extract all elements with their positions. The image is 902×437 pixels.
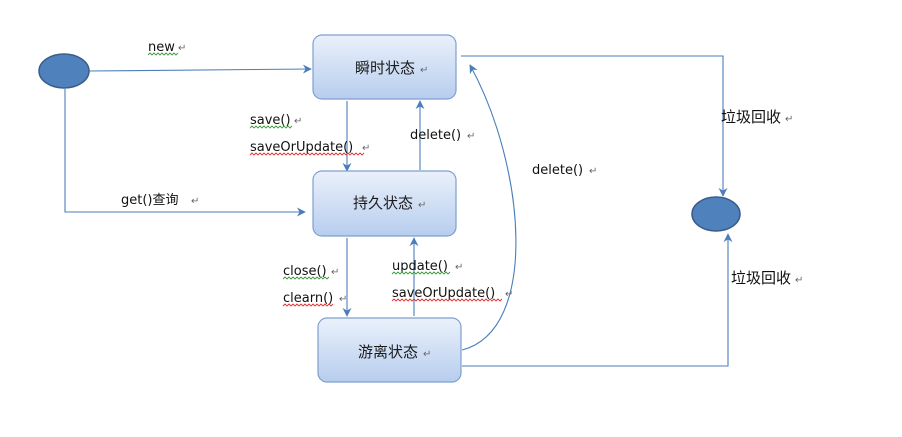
gc-end-node [691,196,741,232]
label-save-or-update-2-group: saveOrUpdate() ↵ [391,286,513,302]
state-persistent: 持久状态 ↵ [312,170,457,237]
label-gc-2-group: 垃圾回收 ↵ [731,269,803,287]
paragraph-mark: ↵ [505,289,513,300]
label-delete-2: delete() [532,163,583,178]
label-delete-2-group: delete() ↵ [532,163,597,178]
paragraph-mark: ↵ [455,262,463,273]
label-save-or-update-2: saveOrUpdate() [392,286,495,301]
label-get-query: get()查询 [121,193,179,208]
paragraph-mark: ↵ [795,275,803,286]
state-transient: 瞬时状态 ↵ [312,34,457,100]
paragraph-mark: ↵ [418,200,426,211]
edge-new [87,64,312,74]
label-gc-1: 垃圾回收 [721,108,781,126]
label-update-group: update() ↵ [391,259,463,275]
edge-gc-transient [461,55,728,197]
state-transient-label: 瞬时状态 [355,59,415,77]
label-save-group: save() ↵ [249,113,302,129]
edge-delete-detached [461,64,517,351]
label-get-query-group: get()查询 ↵ [121,193,199,208]
paragraph-mark: ↵ [191,196,199,207]
paragraph-mark: ↵ [589,166,597,177]
edge-get-query [64,89,306,217]
label-clear: clearn() [283,291,333,306]
paragraph-mark: ↵ [420,65,428,76]
label-gc-2: 垃圾回收 [731,269,791,287]
label-save: save() [250,113,291,128]
state-persistent-label: 持久状态 [353,194,413,212]
label-update: update() [392,259,448,274]
label-clear-group: clearn() ↵ [282,291,347,307]
label-delete-1: delete() [410,128,461,143]
label-new-group: new ↵ [147,40,186,56]
paragraph-mark: ↵ [423,349,431,360]
start-node [38,53,90,89]
paragraph-mark: ↵ [294,116,302,127]
paragraph-mark: ↵ [785,114,793,125]
label-save-or-update-1: saveOrUpdate() [250,140,353,155]
paragraph-mark: ↵ [331,267,339,278]
label-new: new [148,40,175,55]
paragraph-mark: ↵ [362,143,370,154]
edge-gc-detached [462,233,733,367]
label-save-or-update-1-group: saveOrUpdate() ↵ [249,140,370,156]
label-gc-1-group: 垃圾回收 ↵ [721,108,793,126]
paragraph-mark: ↵ [339,294,347,305]
label-close-group: close() ↵ [282,264,339,280]
label-delete-1-group: delete() ↵ [410,128,475,143]
state-detached: 游离状态 ↵ [317,317,462,383]
label-close: close() [283,264,327,279]
state-detached-label: 游离状态 [358,343,418,361]
paragraph-mark: ↵ [178,43,186,54]
paragraph-mark: ↵ [467,131,475,142]
